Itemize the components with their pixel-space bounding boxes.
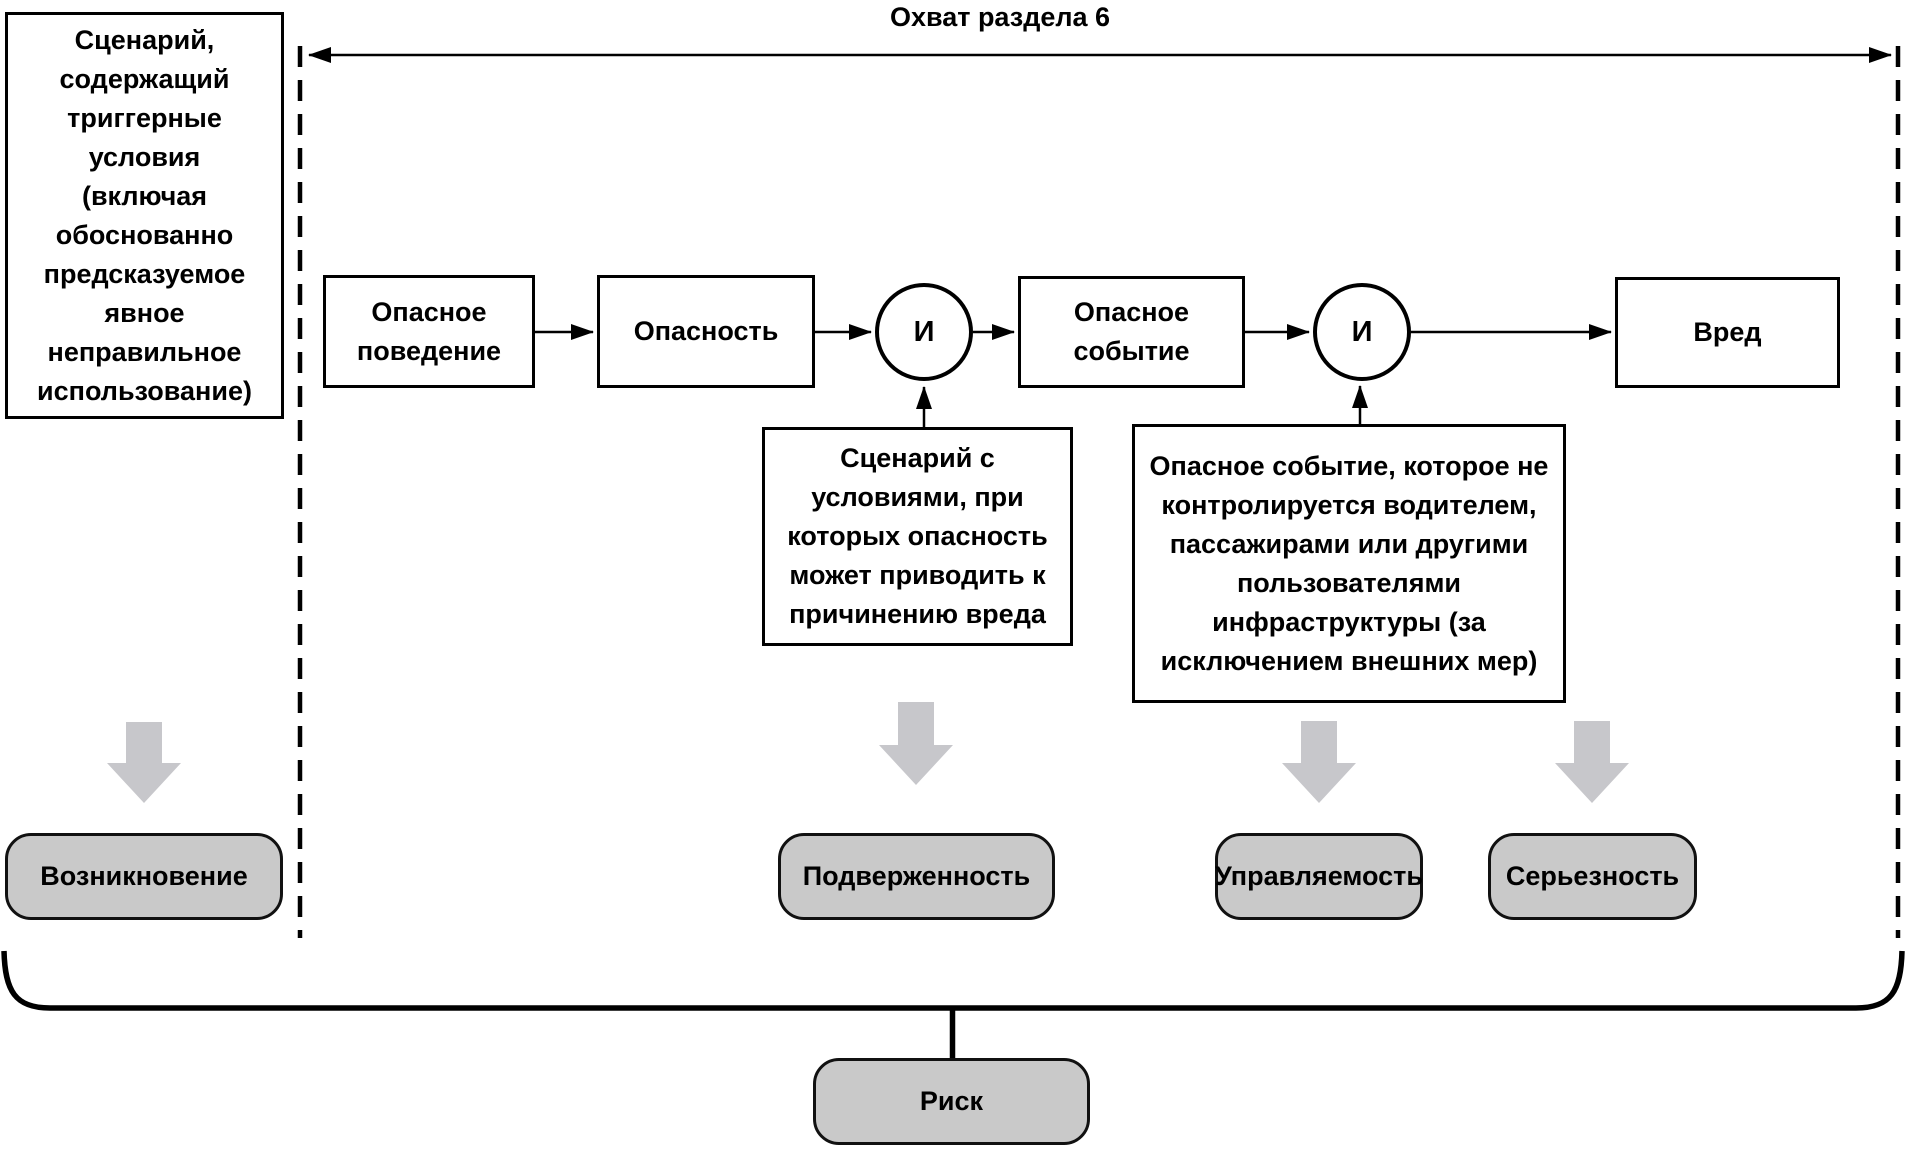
- harm-box: Вред: [1615, 277, 1840, 388]
- hazard-box: Опасность: [597, 275, 815, 388]
- down-block-arrow-occurrence: [107, 722, 181, 803]
- and-gate-2: И: [1313, 283, 1411, 381]
- down-block-arrow-controllability: [1282, 721, 1356, 803]
- and-gate-1: И: [875, 283, 973, 381]
- down-block-arrow-exposure: [879, 702, 953, 785]
- controllability-pill: Управляемость: [1215, 833, 1423, 920]
- bottom-brace: [1, 950, 1905, 1011]
- controllability-note-box: Опасное событие, которое не контролирует…: [1132, 424, 1566, 703]
- exposure-pill: Подверженность: [778, 833, 1055, 920]
- scenario-note-box: Сценарий, содержащий триггерные условия …: [5, 12, 284, 419]
- occurrence-pill: Возникновение: [5, 833, 283, 920]
- exposure-note-box: Сценарий с условиями, при которых опасно…: [762, 427, 1073, 646]
- hazardous-event-box: Опасное событие: [1018, 276, 1245, 388]
- scope-title: Охват раздела 6: [889, 2, 1111, 32]
- hazardous-behavior-box: Опасное поведение: [323, 275, 535, 388]
- down-block-arrow-severity: [1555, 721, 1629, 803]
- severity-pill: Серьезность: [1488, 833, 1697, 920]
- risk-pill: Риск: [813, 1058, 1090, 1145]
